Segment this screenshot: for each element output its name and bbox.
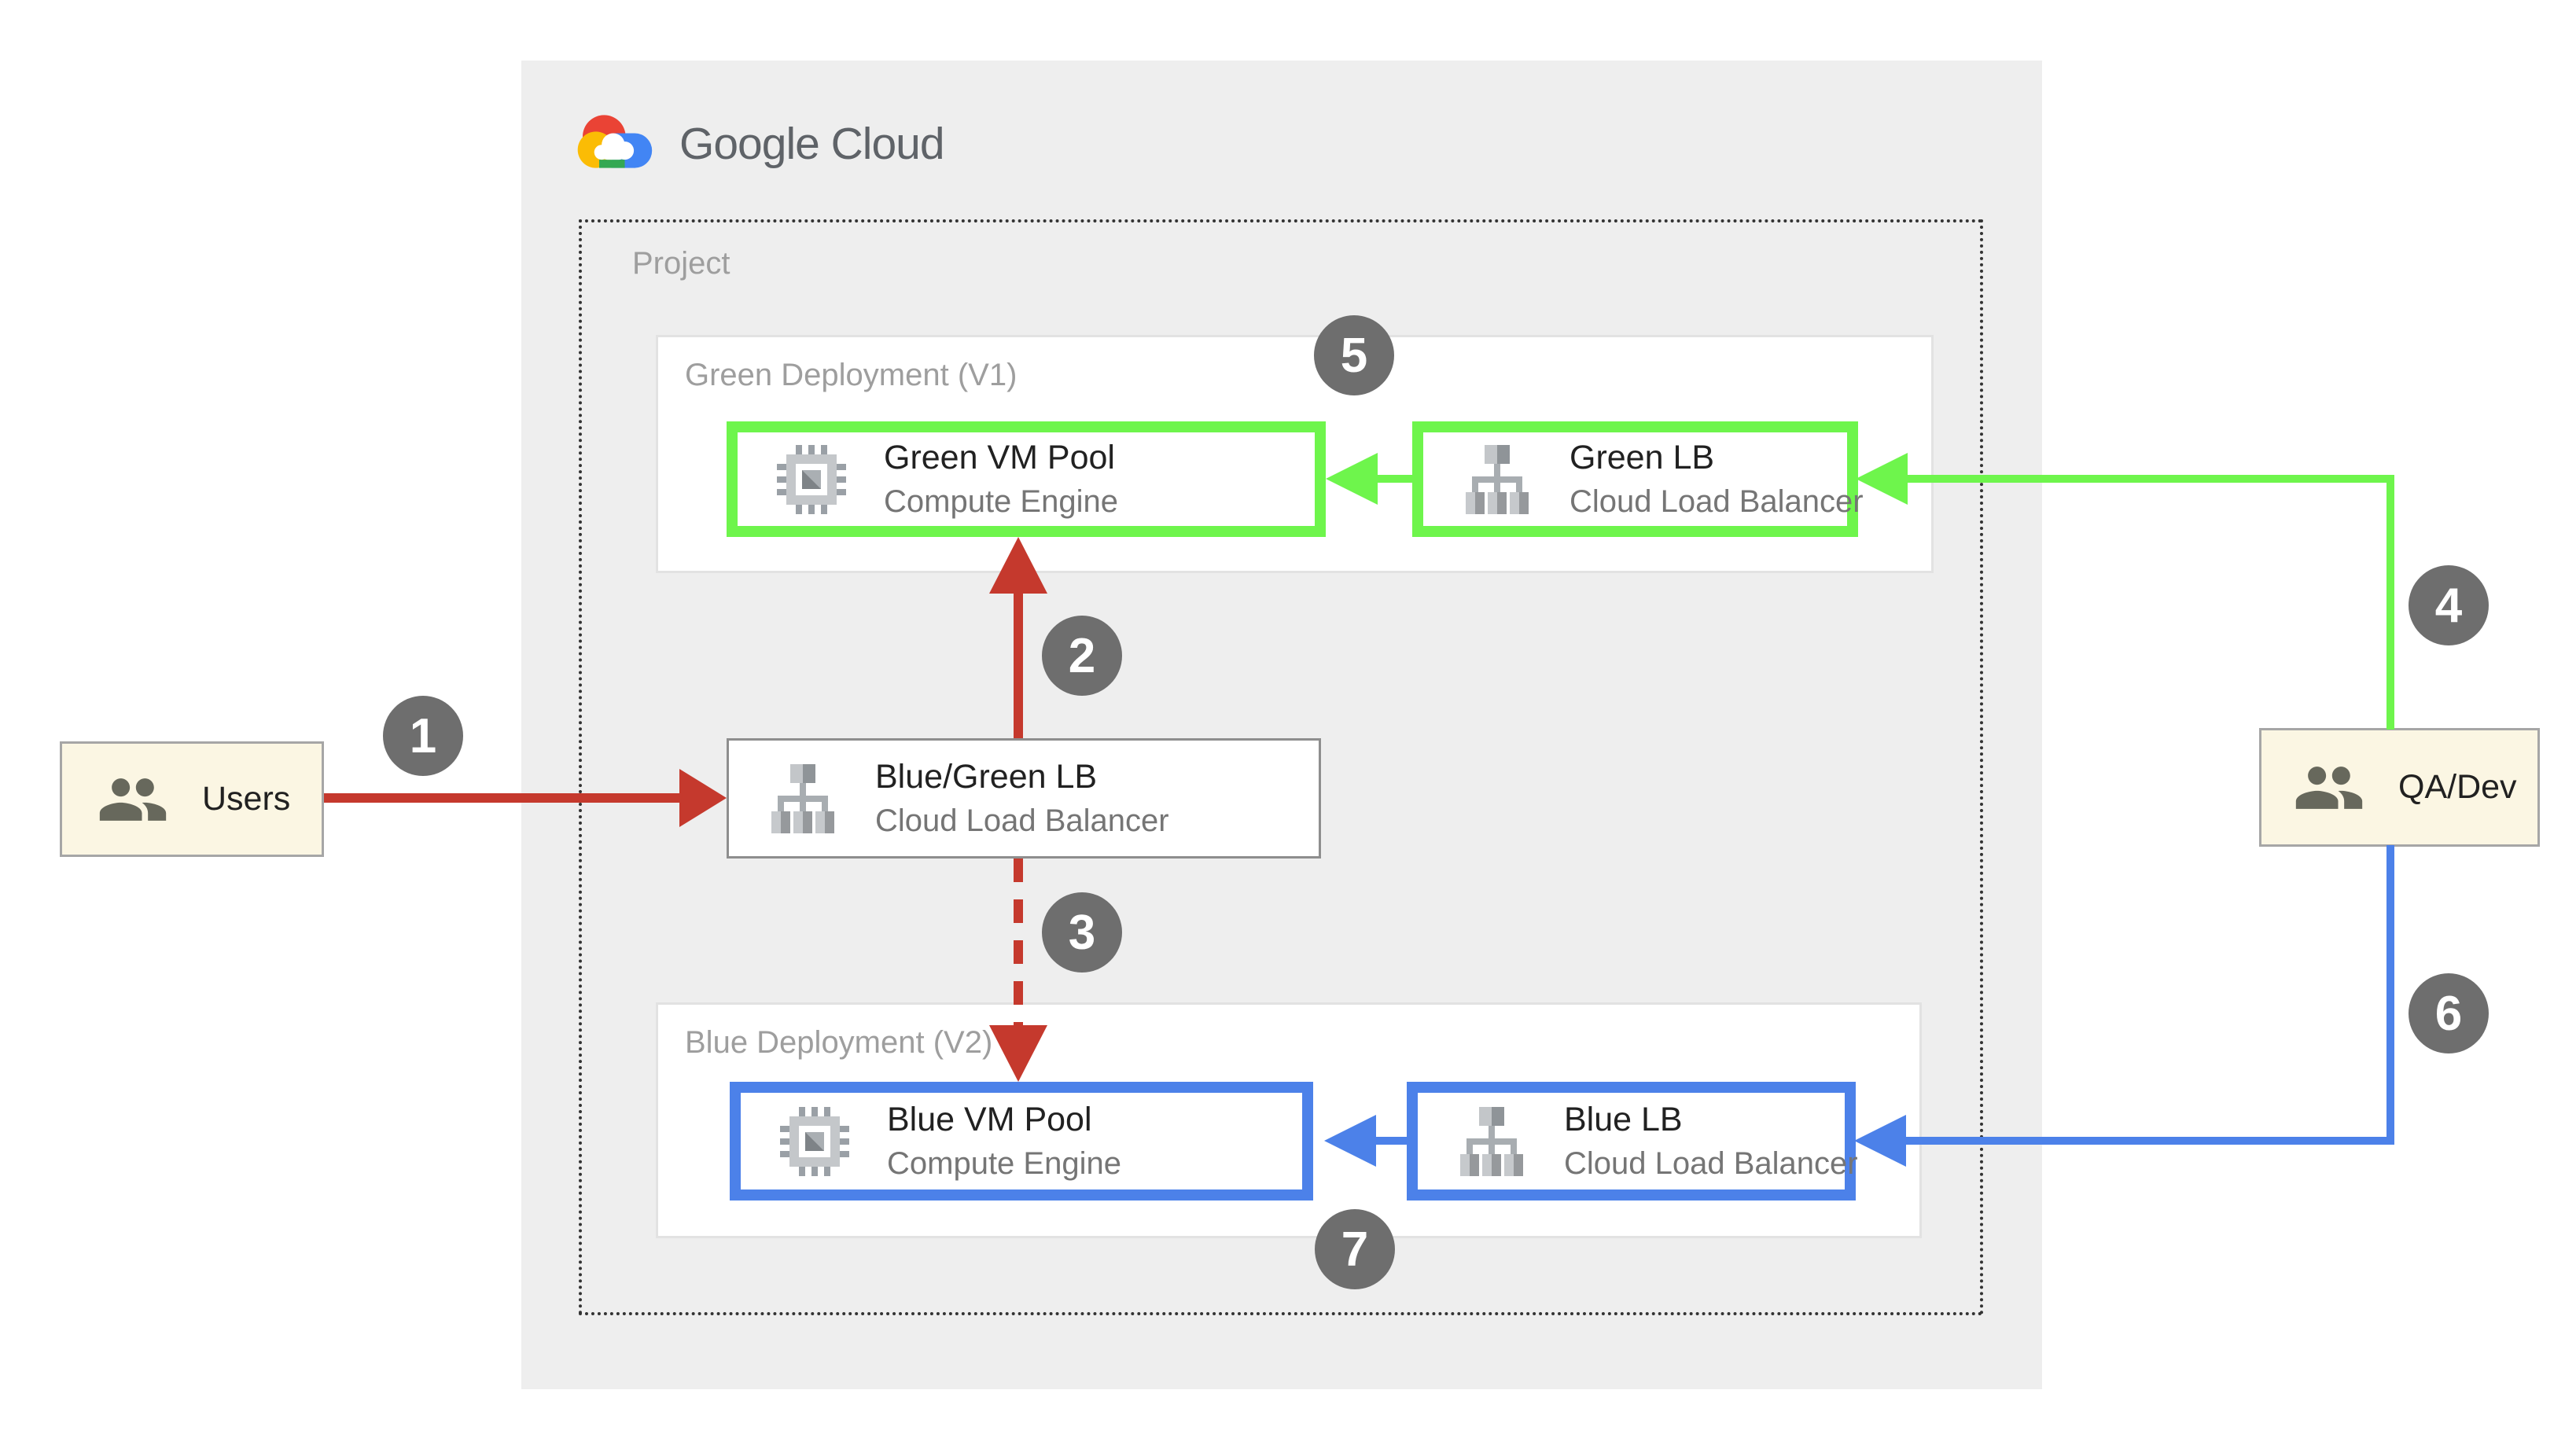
compute-engine-icon bbox=[777, 1104, 852, 1179]
qa-dev-to-blue-lb-line-horizontal bbox=[1904, 1137, 2394, 1145]
actor-label: Users bbox=[202, 780, 291, 818]
node-title: Blue VM Pool bbox=[887, 1101, 1092, 1138]
users-to-router-arrow-line bbox=[324, 793, 681, 803]
router-to-green-vm-arrowhead bbox=[989, 537, 1047, 594]
qa-dev-to-green-lb-line-horizontal bbox=[1906, 475, 2394, 483]
load-balancer-icon bbox=[765, 763, 841, 833]
green-deployment-label: Green Deployment (V1) bbox=[685, 358, 1018, 392]
node-title: Green LB bbox=[1570, 439, 1715, 476]
users-actor: Users bbox=[60, 741, 324, 857]
google-cloud-logo-text: Google Cloud bbox=[679, 118, 945, 169]
router-to-blue-vm-arrowhead bbox=[989, 1025, 1047, 1082]
node-subtitle: Cloud Load Balancer bbox=[1564, 1146, 1858, 1181]
node-title: Green VM Pool bbox=[884, 439, 1115, 476]
users-to-router-arrowhead bbox=[679, 769, 727, 827]
qa-dev-to-blue-lb-line-vertical bbox=[2386, 845, 2394, 1141]
node-title: Blue LB bbox=[1564, 1101, 1683, 1138]
router-to-green-vm-arrow-line bbox=[1014, 592, 1023, 738]
node-subtitle: Cloud Load Balancer bbox=[1570, 484, 1864, 519]
node-subtitle: Compute Engine bbox=[884, 484, 1118, 519]
green-vm-pool-node: Green VM Pool Compute Engine bbox=[727, 421, 1326, 537]
actor-label: QA/Dev bbox=[2398, 768, 2517, 806]
users-icon bbox=[97, 763, 169, 836]
qa-dev-to-blue-lb-arrowhead bbox=[1854, 1115, 1906, 1167]
blue-lb-node: Blue LB Cloud Load Balancer bbox=[1407, 1082, 1858, 1201]
step-badge-1: 1 bbox=[383, 696, 463, 776]
qa-dev-to-green-lb-line-vertical bbox=[2386, 475, 2394, 730]
google-cloud-logo-icon bbox=[574, 108, 657, 178]
step-badge-3: 3 bbox=[1042, 892, 1122, 973]
blue-green-lb-node: Blue/Green LB Cloud Load Balancer bbox=[727, 738, 1321, 859]
step-badge-4: 4 bbox=[2409, 565, 2489, 645]
qa-dev-to-green-lb-arrowhead bbox=[1856, 453, 1908, 505]
step-badge-2: 2 bbox=[1042, 616, 1122, 696]
compute-engine-icon bbox=[774, 442, 849, 517]
blue-lb-to-blue-vm-arrow-line bbox=[1374, 1137, 1407, 1145]
project-label: Project bbox=[632, 246, 730, 281]
step-badge-6: 6 bbox=[2409, 973, 2489, 1053]
qa-dev-actor: QA/Dev bbox=[2259, 728, 2540, 847]
google-cloud-logo: Google Cloud bbox=[574, 108, 945, 178]
blue-deployment-label: Blue Deployment (V2) bbox=[685, 1025, 993, 1060]
blue-lb-to-blue-vm-arrowhead bbox=[1324, 1115, 1376, 1167]
step-badge-5: 5 bbox=[1314, 315, 1394, 395]
green-lb-node: Green LB Cloud Load Balancer bbox=[1412, 421, 1864, 537]
load-balancer-icon bbox=[1454, 1106, 1529, 1176]
green-lb-to-green-vm-arrowhead bbox=[1326, 453, 1378, 505]
node-title: Blue/Green LB bbox=[875, 758, 1098, 796]
blue-vm-pool-node: Blue VM Pool Compute Engine bbox=[730, 1082, 1313, 1201]
load-balancer-icon bbox=[1459, 444, 1535, 514]
step-badge-7: 7 bbox=[1315, 1209, 1395, 1289]
users-icon bbox=[2293, 752, 2365, 824]
node-subtitle: Compute Engine bbox=[887, 1146, 1121, 1181]
project-boundary: Project bbox=[579, 219, 1983, 1315]
green-lb-to-green-vm-arrow-line bbox=[1376, 475, 1412, 483]
router-to-blue-vm-dashed-line bbox=[1014, 859, 1023, 1027]
node-subtitle: Cloud Load Balancer bbox=[875, 803, 1169, 838]
